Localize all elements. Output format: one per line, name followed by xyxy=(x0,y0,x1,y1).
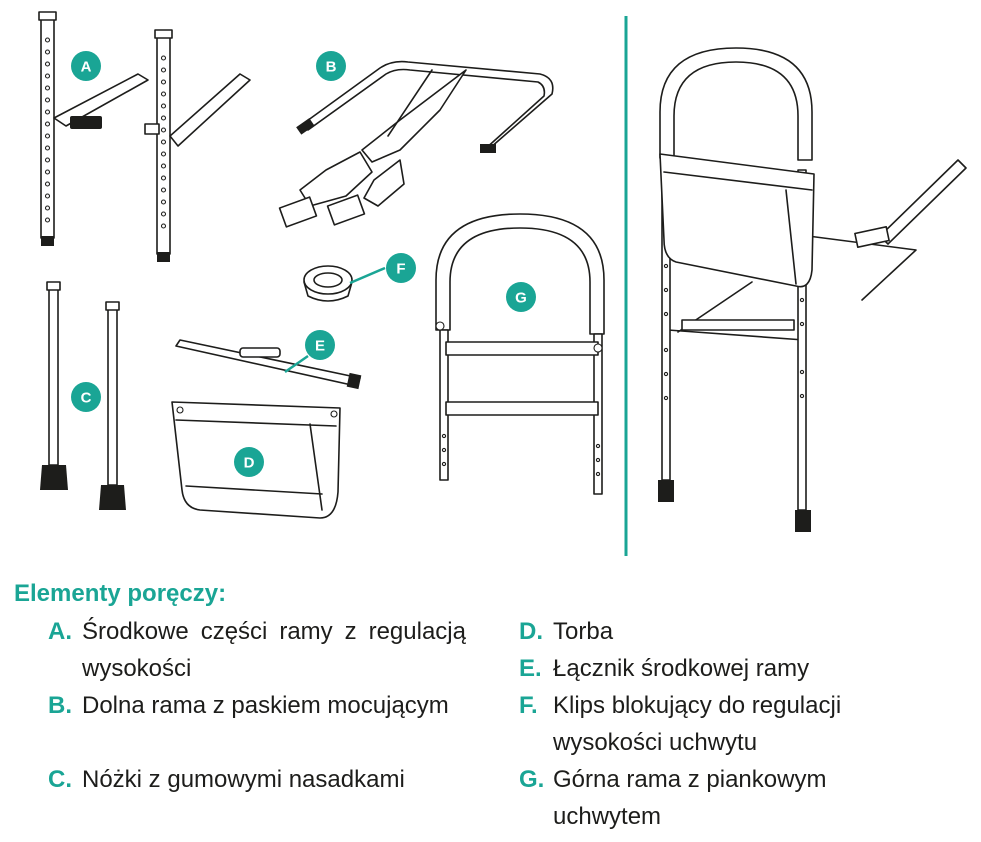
part-a-middle-frame xyxy=(38,11,251,262)
legend-letter-a: A. xyxy=(48,618,72,645)
label-f: F xyxy=(386,253,416,283)
legend-letter-c: C. xyxy=(48,766,72,793)
parts-illustration: A B C F xyxy=(38,11,967,556)
legend-letter-e: E. xyxy=(519,655,542,682)
svg-text:D: D xyxy=(244,455,255,472)
part-e-connector xyxy=(175,339,362,390)
assembled-bed-rail xyxy=(658,47,967,532)
legend-letter-f: F. xyxy=(519,692,538,719)
legend-text-g: Górna rama z piankowym uchwytem xyxy=(553,766,827,830)
legend-text-a: Środkowe części ramy z regulacją wysokoś… xyxy=(82,618,466,682)
legend-entry-c: C. Nóżki z gumowymi nasadkami xyxy=(48,761,478,798)
legend-text-c: Nóżki z gumowymi nasadkami xyxy=(82,766,405,793)
legend-entry-g: G. Górna rama z piankowym uchwytem xyxy=(519,761,919,835)
label-g: G xyxy=(506,282,536,312)
legend-entry-d: D. Torba xyxy=(519,613,939,650)
label-d: D xyxy=(234,447,264,477)
label-c: C xyxy=(71,382,101,412)
label-b: B xyxy=(316,51,346,81)
legend-text-e: Łącznik środkowej ramy xyxy=(553,655,810,682)
part-f-clip xyxy=(303,265,386,302)
legend-entry-f: F. Klips blokujący do regulacji wysokośc… xyxy=(519,687,919,761)
legend-letter-g: G. xyxy=(519,766,545,793)
svg-text:B: B xyxy=(326,59,337,76)
legend-entry-a: A. Środkowe części ramy z regulacją wyso… xyxy=(48,613,466,687)
legend-text-f: Klips blokujący do regulacji wysokości u… xyxy=(553,692,842,756)
legend-text-b: Dolna rama z paskiem mocującym xyxy=(82,692,449,719)
legend-letter-d: D. xyxy=(519,618,543,645)
legend-text-d: Torba xyxy=(553,618,614,645)
parts-legend: Elementy poręczy: A. Środkowe części ram… xyxy=(0,575,981,842)
svg-text:C: C xyxy=(81,390,92,407)
legend-entry-b: B. Dolna rama z paskiem mocującym xyxy=(48,687,466,724)
legend-title: Elementy poręczy: xyxy=(14,580,227,607)
svg-text:F: F xyxy=(396,261,405,278)
part-b-bottom-frame xyxy=(278,60,554,228)
label-a: A xyxy=(71,51,101,81)
part-c-legs xyxy=(40,281,126,510)
label-e: E xyxy=(305,330,335,360)
legend-entry-e: E. Łącznik środkowej ramy xyxy=(519,650,939,687)
svg-text:A: A xyxy=(81,59,92,76)
legend-letter-b: B. xyxy=(48,692,72,719)
part-g-top-frame xyxy=(435,213,605,495)
svg-text:G: G xyxy=(515,290,527,307)
svg-text:E: E xyxy=(315,338,325,355)
